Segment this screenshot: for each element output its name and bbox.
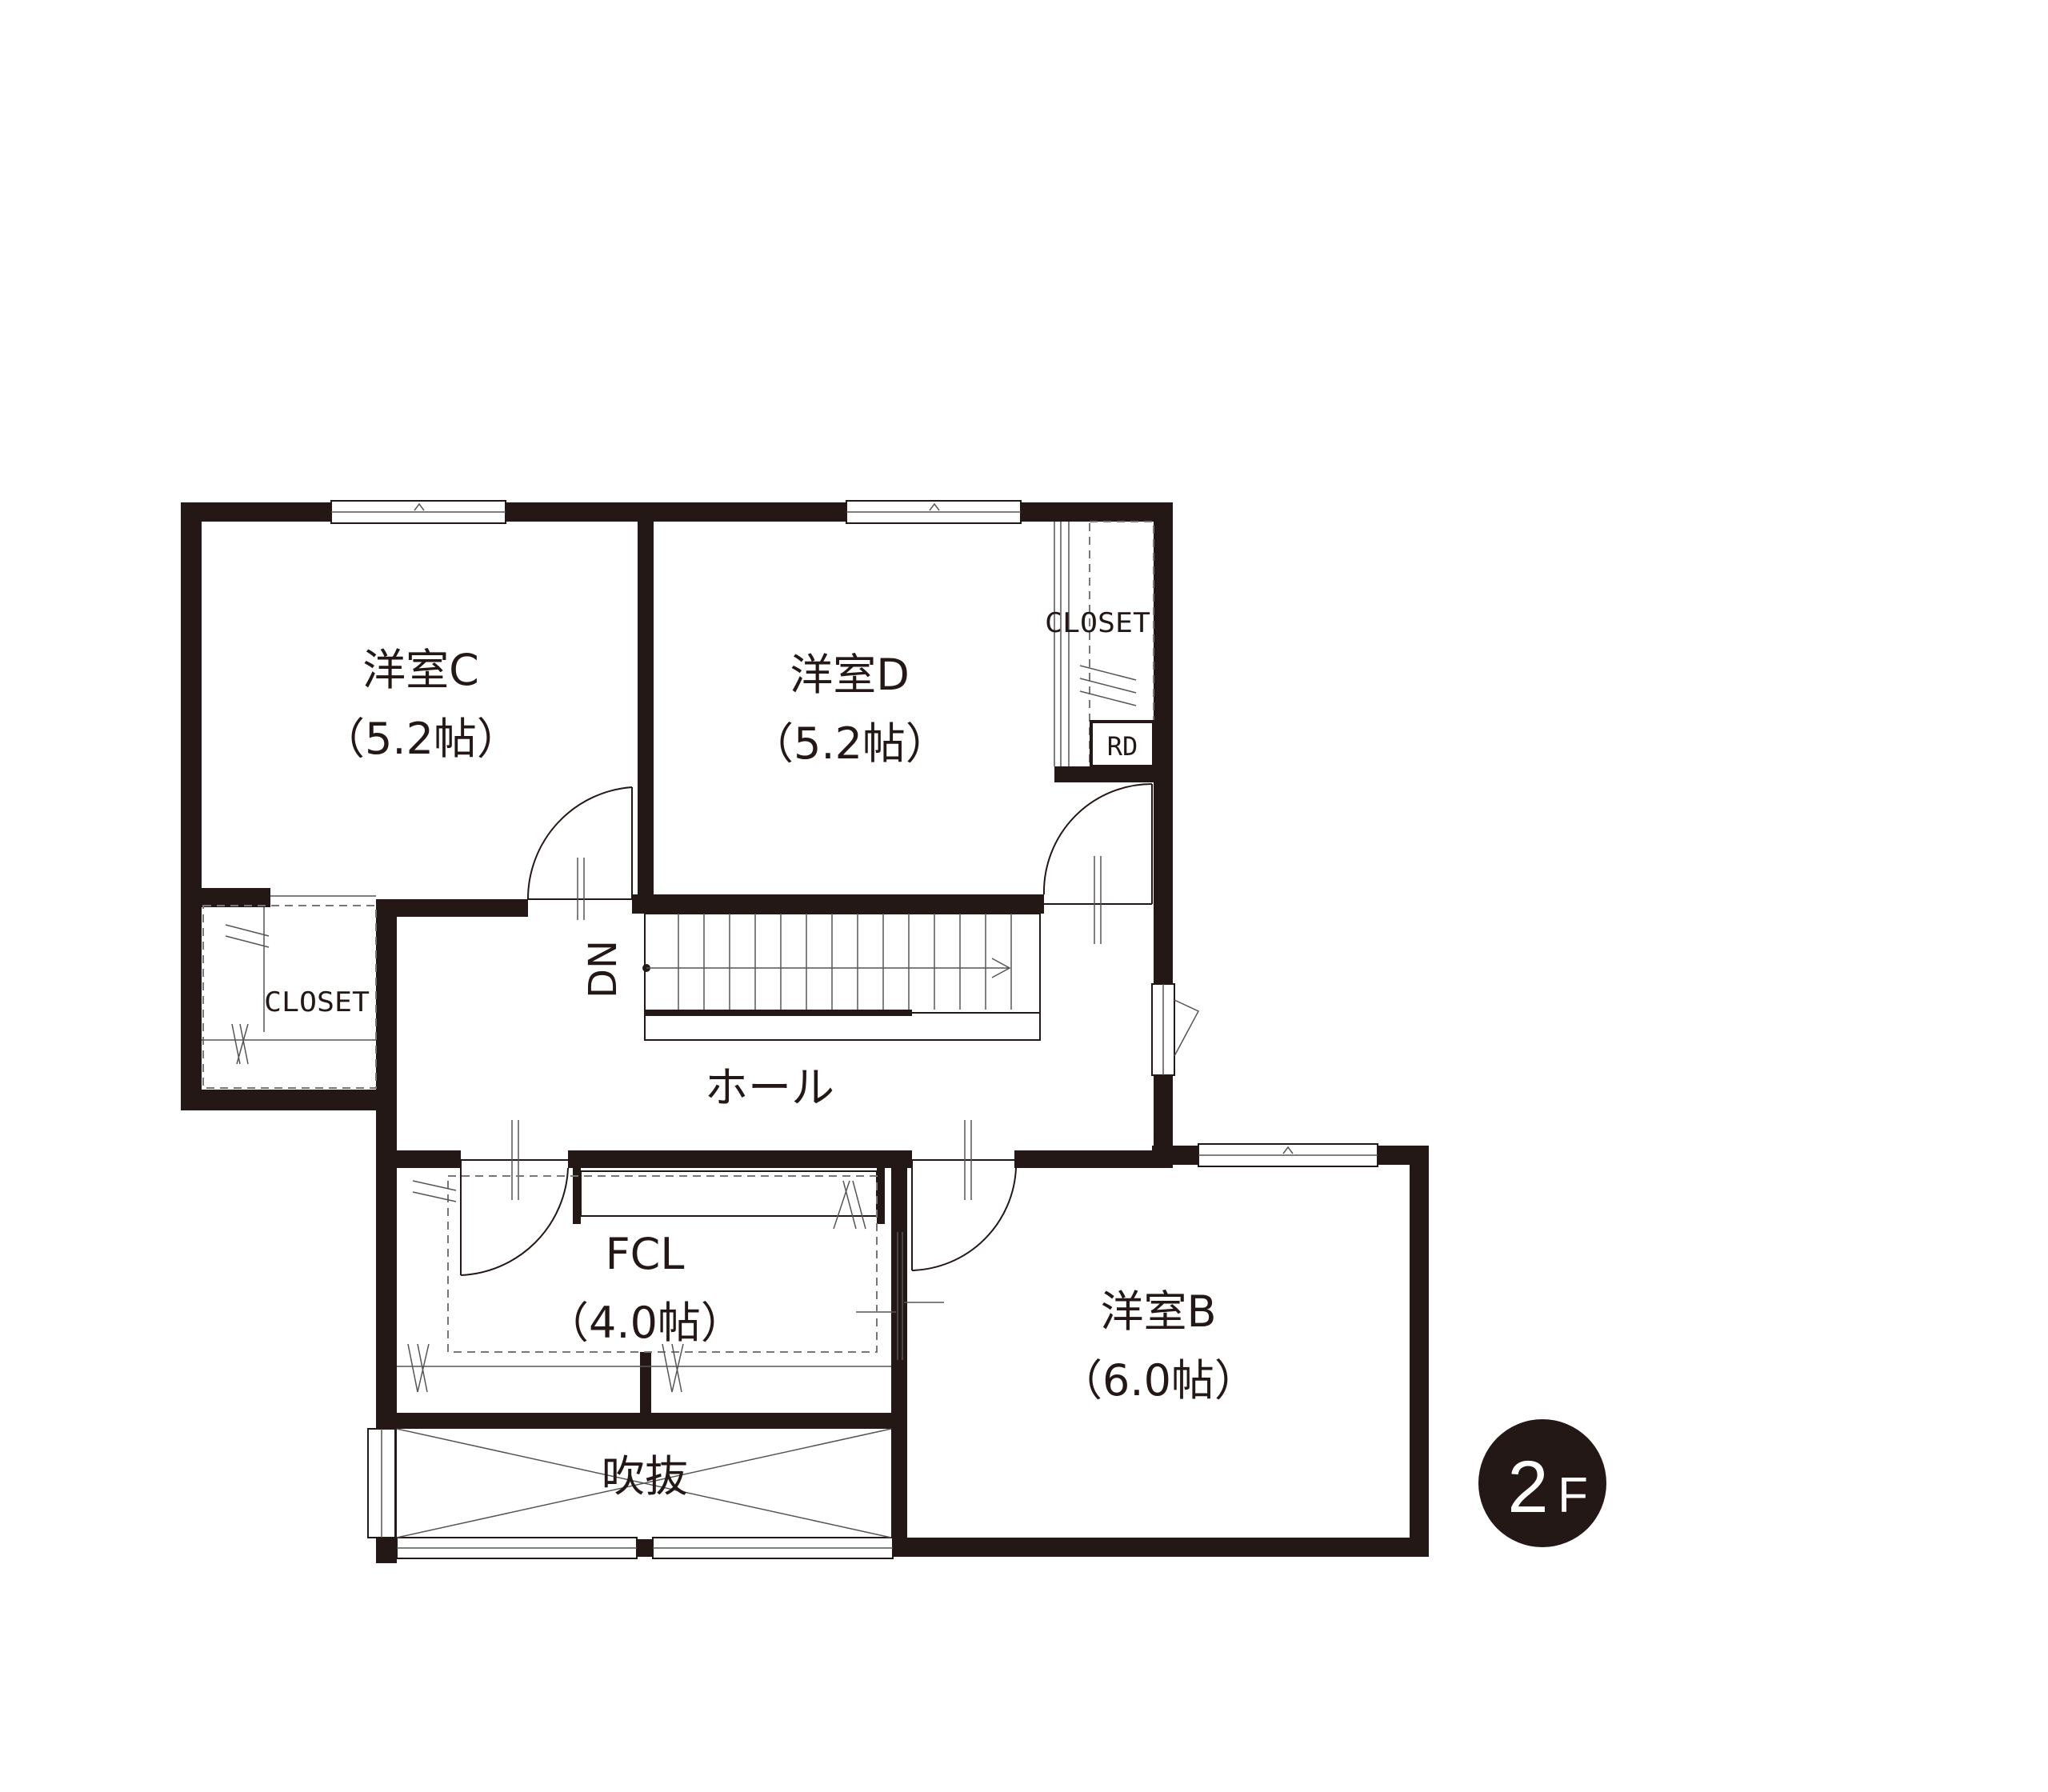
windows <box>330 500 1378 1559</box>
wall-closet-bottom <box>181 1090 397 1110</box>
closet-upper-label: CLOSET <box>1045 607 1150 639</box>
closet-left-label: CLOSET <box>264 986 370 1018</box>
fcl-area: （4.0帖） <box>546 1298 744 1348</box>
wall-fcl-closet-divider <box>640 1352 651 1414</box>
wall-closet-d-bottom <box>1054 766 1157 782</box>
wall-hall-bottom-c <box>1014 1150 1173 1168</box>
wall-fcl-void-divider <box>376 1413 891 1429</box>
wall-right-hall <box>1154 1075 1173 1157</box>
wall-hall-bottom-b <box>568 1150 912 1168</box>
door-fcl <box>460 1159 569 1276</box>
wall-void-bottom-mid <box>637 1539 653 1557</box>
wall-c-bottom-right <box>376 899 528 917</box>
wall-b-bottom <box>891 1538 1429 1557</box>
room-labels: 洋室C （5.2帖） 洋室D （5.2帖） ホール FCL （4.0帖） 洋室B… <box>264 607 1258 1502</box>
door-room-b <box>911 1159 1017 1271</box>
floor-badge-circle <box>1478 1419 1606 1547</box>
closet-left-outline <box>202 905 377 1089</box>
floor-badge: 2 F <box>1478 1419 1606 1547</box>
room-d-name: 洋室D <box>790 650 910 700</box>
wall-fcl-shelf-right <box>877 1168 885 1224</box>
wall-top <box>181 502 1173 522</box>
wall-b-top-left <box>1152 1146 1198 1165</box>
rd-label: RD <box>1107 731 1138 762</box>
wall-b-right <box>1410 1146 1429 1557</box>
wall-right-top <box>1154 502 1173 984</box>
wall-fcl-shelf-left <box>573 1168 581 1224</box>
fcl-upper-shelf <box>580 1170 878 1217</box>
wall-void-bottom-left <box>376 1538 397 1557</box>
fcl-name: FCL <box>606 1229 685 1279</box>
floor-badge-number: 2 <box>1507 1446 1548 1528</box>
void-cross-2 <box>396 1428 892 1538</box>
wall-hall-bottom-a <box>397 1150 461 1168</box>
wall-c-bottom-left <box>202 888 270 907</box>
stair-dn-label: DN <box>581 940 626 998</box>
room-b-area: （6.0帖） <box>1059 1355 1258 1406</box>
closet-upper-outline <box>1089 521 1154 762</box>
room-c-name: 洋室C <box>362 645 479 695</box>
stair-treads <box>678 914 1012 1010</box>
fcl-storage-outline <box>447 1175 878 1353</box>
door-room-c <box>526 786 633 900</box>
door-room-d <box>1042 783 1153 905</box>
rd-box <box>1090 720 1155 768</box>
void-name: 吹抜 <box>602 1451 688 1502</box>
staircase <box>644 913 1041 1041</box>
wall-c-d-partition <box>638 522 654 904</box>
walls <box>181 502 1429 1563</box>
hall-name: ホール <box>705 1062 834 1113</box>
wall-d-bottom <box>632 894 1044 914</box>
room-c-area: （5.2帖） <box>322 714 520 764</box>
room-b-name: 洋室B <box>1100 1286 1216 1337</box>
storage-details <box>202 521 1155 1538</box>
room-d-area: （5.2帖） <box>750 718 949 769</box>
wall-left <box>181 502 202 1110</box>
wall-b-left <box>891 1150 907 1557</box>
floor-badge-suffix: F <box>1558 1468 1588 1523</box>
